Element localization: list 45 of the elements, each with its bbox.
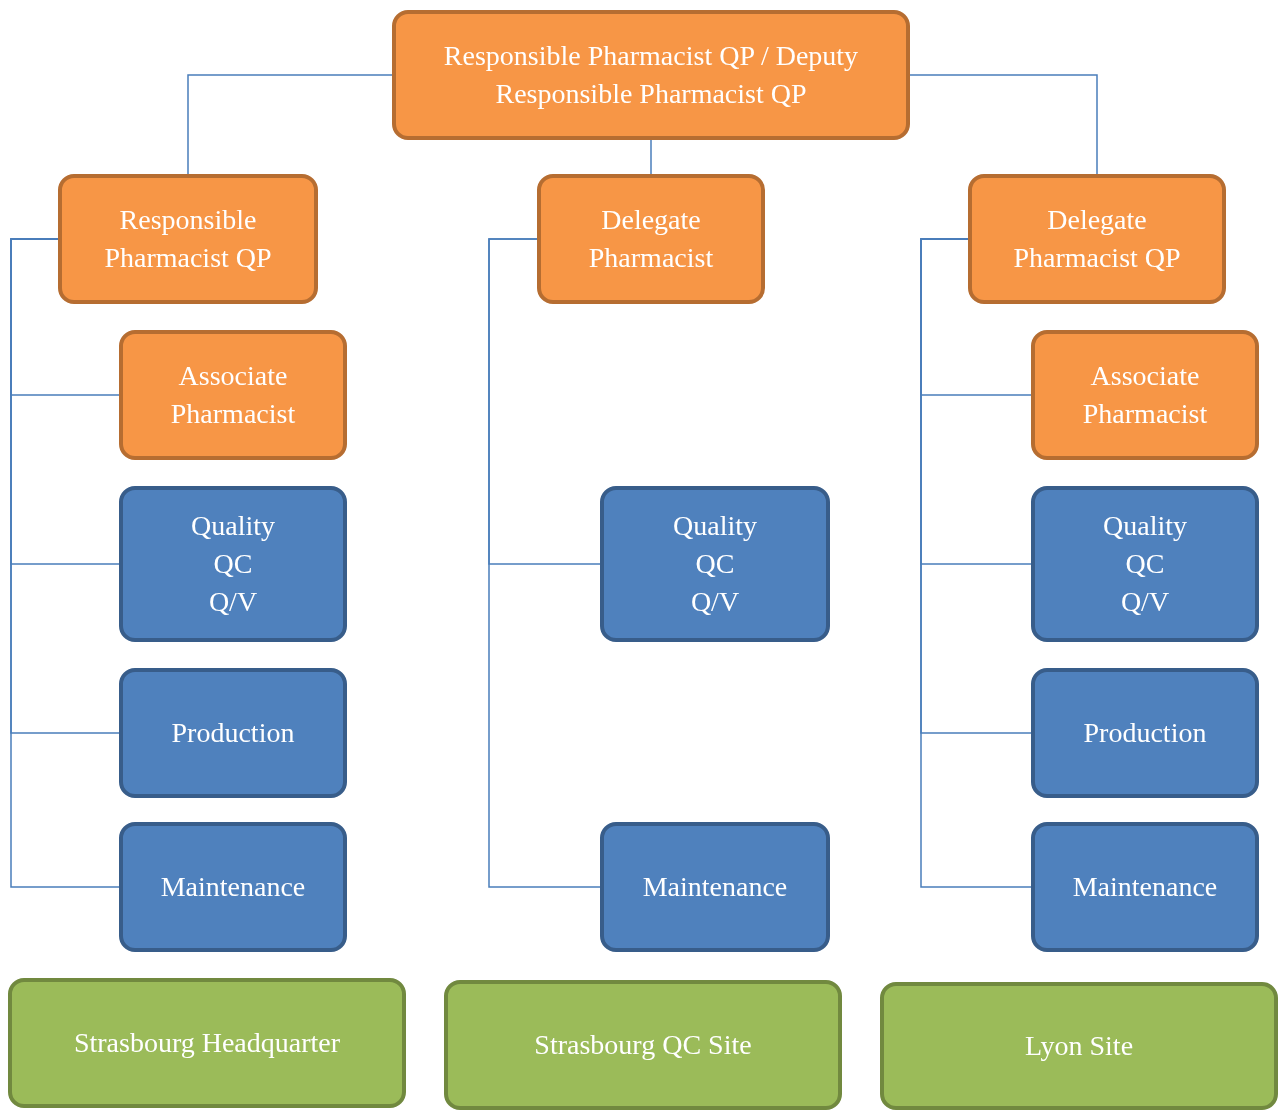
box-label: Quality bbox=[191, 509, 275, 543]
site-box bbox=[8, 978, 406, 1108]
role-box bbox=[1031, 330, 1259, 460]
box-label: Associate Pharmacist bbox=[1081, 359, 1209, 431]
department-box bbox=[119, 668, 347, 798]
box-label: Maintenance bbox=[642, 870, 788, 904]
department-box bbox=[119, 486, 347, 642]
connector-line bbox=[909, 74, 1098, 175]
department-box bbox=[1031, 668, 1259, 798]
box-label: Quality bbox=[1103, 509, 1187, 543]
box-label: Associate Pharmacist bbox=[169, 359, 297, 431]
box-label: Delegate Pharmacist bbox=[587, 203, 715, 275]
box-label: QC bbox=[1125, 547, 1165, 581]
department-box bbox=[600, 822, 830, 952]
connector-line bbox=[187, 74, 393, 175]
box-label: QC bbox=[695, 547, 735, 581]
role-box bbox=[392, 10, 910, 140]
department-box bbox=[1031, 822, 1259, 952]
box-label: Maintenance bbox=[1072, 870, 1218, 904]
connector-line bbox=[920, 238, 1032, 888]
box-label: Production bbox=[171, 716, 295, 750]
site-box bbox=[880, 982, 1278, 1110]
box-label: Strasbourg QC Site bbox=[534, 1028, 752, 1062]
box-label: Responsible Pharmacist QP bbox=[103, 203, 273, 275]
connector-line bbox=[488, 238, 601, 888]
role-box bbox=[119, 330, 347, 460]
box-label: Maintenance bbox=[160, 870, 306, 904]
box-label: Quality bbox=[673, 509, 757, 543]
box-label: Responsible Pharmacist QP / Deputy Responsible Pharmacist QP bbox=[442, 39, 860, 111]
department-box bbox=[119, 822, 347, 952]
role-box bbox=[537, 174, 765, 304]
role-box bbox=[968, 174, 1226, 304]
box-label: Q/V bbox=[208, 585, 258, 619]
department-box bbox=[600, 486, 830, 642]
role-box bbox=[58, 174, 318, 304]
box-label: Delegate Pharmacist QP bbox=[1012, 203, 1182, 275]
box-label: Strasbourg Headquarter bbox=[73, 1026, 341, 1060]
box-label: Q/V bbox=[690, 585, 740, 619]
site-box bbox=[444, 980, 842, 1110]
box-label: Q/V bbox=[1120, 585, 1170, 619]
box-label: QC bbox=[213, 547, 253, 581]
connector-line bbox=[650, 139, 652, 175]
box-label: Lyon Site bbox=[1024, 1029, 1134, 1063]
box-label: Production bbox=[1083, 716, 1207, 750]
department-box bbox=[1031, 486, 1259, 642]
